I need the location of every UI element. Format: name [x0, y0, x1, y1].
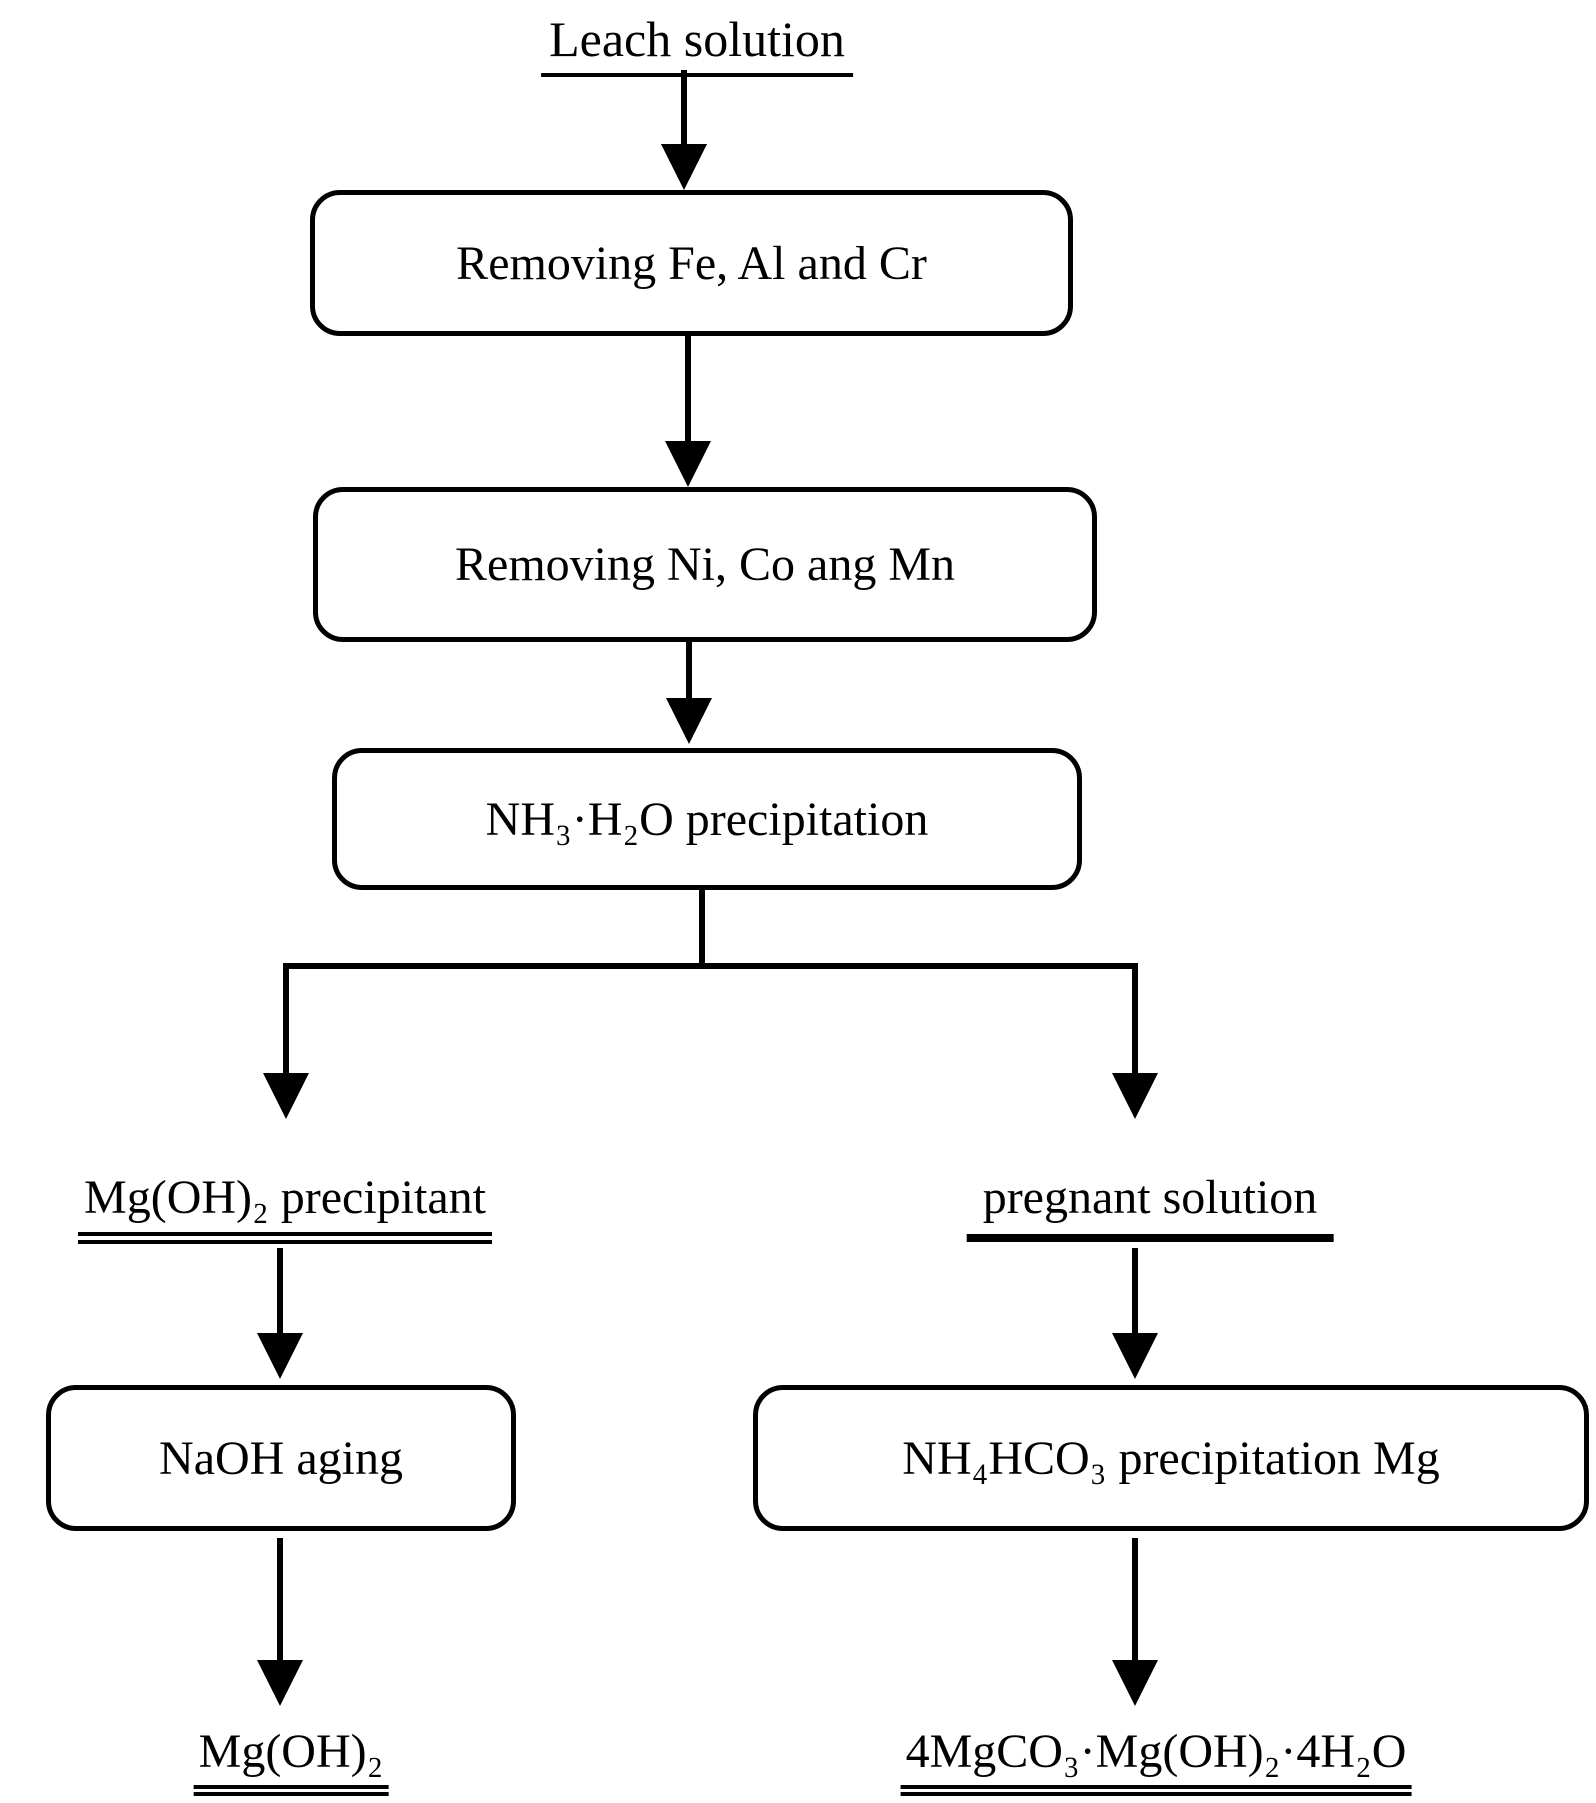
arrow-stem [1132, 1538, 1138, 1666]
arrowhead-down-icon [263, 1073, 309, 1119]
arrowhead-down-icon [1112, 1073, 1158, 1119]
arrowhead-down-icon [1112, 1660, 1158, 1706]
arrow-stem [277, 1538, 283, 1666]
arrow-stem [277, 1248, 283, 1339]
process-box-label: NaOH aging [159, 1431, 403, 1485]
arrow-stem [283, 965, 289, 1079]
mg-oh2-product-label: Mg(OH)₂ [193, 1722, 389, 1796]
arrowhead-down-icon [1112, 1333, 1158, 1379]
arrow-stem [1132, 1248, 1138, 1339]
process-box-nh3-h2o-precipitation: NH₃·H₂O precipitation [332, 748, 1082, 890]
mg-oh2-precipitant-label: Mg(OH)₂ precipitant [78, 1168, 492, 1244]
arrowhead-down-icon [665, 441, 711, 487]
arrow-stem [681, 70, 687, 150]
arrow-branch-right-to-nh4hco3 [1112, 1248, 1158, 1379]
arrow-step2-to-step3 [666, 642, 712, 744]
arrow-stem [1132, 965, 1138, 1079]
arrow-stem [686, 642, 692, 704]
arrow-split-to-branch-right [1112, 965, 1158, 1119]
process-box-removing-ni-co-mn: Removing Ni, Co ang Mn [313, 487, 1097, 642]
arrowhead-down-icon [257, 1333, 303, 1379]
process-box-label: Removing Fe, Al and Cr [456, 236, 927, 290]
pregnant-solution-label: pregnant solution [966, 1168, 1334, 1242]
arrow-stem [685, 336, 691, 447]
process-box-label: NH₃·H₂O precipitation [485, 792, 929, 846]
arrowhead-down-icon [666, 698, 712, 744]
arrow-source-to-step1 [661, 70, 707, 190]
arrow-branch-left-to-naoh [257, 1248, 303, 1379]
arrow-step1-to-step2 [665, 336, 711, 487]
arrowhead-down-icon [257, 1660, 303, 1706]
hydromagnesite-product-label: 4MgCO₃·Mg(OH)₂·4H₂O [900, 1722, 1412, 1796]
arrowhead-down-icon [661, 144, 707, 190]
split-stem-line [699, 888, 705, 967]
arrow-split-to-branch-left [263, 965, 309, 1119]
leach-solution-label: Leach solution [541, 8, 853, 77]
process-box-nh4hco3-precipitation: NH₄HCO₃ precipitation Mg [753, 1385, 1589, 1531]
arrow-naoh-to-product-left [257, 1538, 303, 1706]
process-box-removing-fe-al-cr: Removing Fe, Al and Cr [310, 190, 1073, 336]
process-box-label: Removing Ni, Co ang Mn [455, 538, 955, 591]
arrow-nh4hco3-to-product-right [1112, 1538, 1158, 1706]
process-box-label: NH₄HCO₃ precipitation Mg [902, 1431, 1440, 1485]
process-box-naoh-aging: NaOH aging [46, 1385, 516, 1531]
split-horizontal-line [283, 963, 1138, 969]
